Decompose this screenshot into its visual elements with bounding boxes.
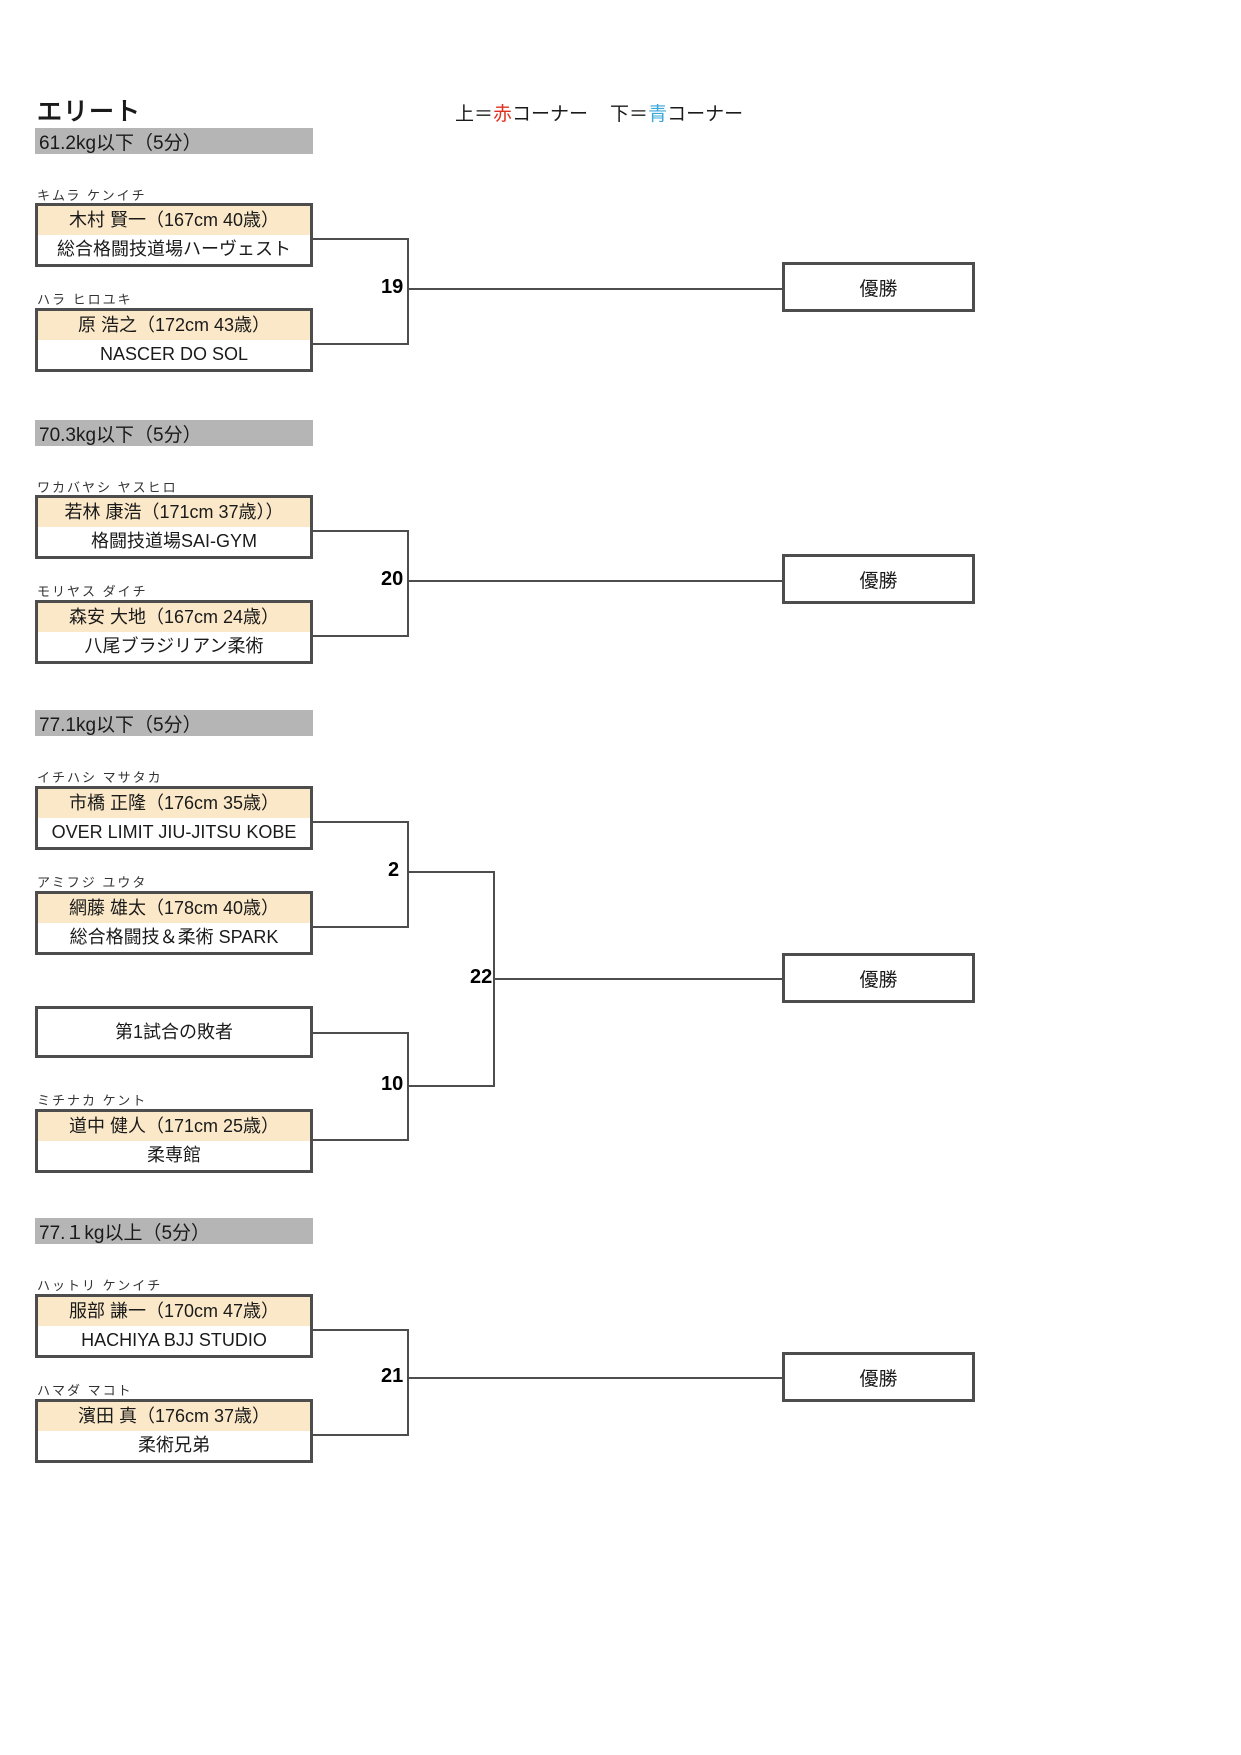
competitor-kana: ワカバヤシ ヤスヒロ — [37, 480, 178, 495]
match-number: 10 — [381, 1073, 404, 1095]
competitor-card[interactable]: 網藤 雄太（178cm 40歳） 総合格闘技＆柔術 SPARK — [35, 891, 313, 955]
competitor-kana: ハラ ヒロユキ — [37, 292, 133, 307]
bracket-line — [313, 635, 409, 637]
bracket-line — [493, 978, 782, 980]
page-title: エリート — [37, 98, 142, 126]
champion-box: 優勝 — [782, 262, 975, 312]
competitor-kana: ミチナカ ケント — [37, 1093, 148, 1108]
competitor-card[interactable]: 森安 大地（167cm 24歳） 八尾ブラジリアン柔術 — [35, 600, 313, 664]
division-header-2: 77.1kg以下（5分） — [35, 710, 313, 736]
competitor-card[interactable]: 若林 康浩（171cm 37歳）） 格闘技道場SAI-GYM — [35, 495, 313, 559]
legend-lower-suffix: コーナー — [667, 104, 744, 125]
bracket-line — [407, 871, 495, 873]
competitor-gym: 柔術兄弟 — [38, 1431, 310, 1460]
legend-blue-word: 青 — [648, 104, 668, 125]
competitor-gym: 柔専館 — [38, 1141, 310, 1170]
bracket-line — [407, 580, 782, 582]
competitor-card[interactable]: 服部 謙一（170cm 47歳） HACHIYA BJJ STUDIO — [35, 1294, 313, 1358]
bracket-line — [313, 1139, 409, 1141]
division-header-3: 77.１kg以上（5分） — [35, 1218, 313, 1244]
competitor-name: 濱田 真（176cm 37歳） — [38, 1402, 310, 1431]
match-number: 19 — [381, 276, 404, 298]
competitor-kana: ハットリ ケンイチ — [37, 1278, 163, 1293]
champion-label: 優勝 — [859, 570, 898, 592]
champion-box: 優勝 — [782, 953, 975, 1003]
champion-label: 優勝 — [859, 1368, 898, 1390]
competitor-card[interactable]: 木村 賢一（167cm 40歳） 総合格闘技道場ハーヴェスト — [35, 203, 313, 267]
legend-lower-prefix: 下＝ — [610, 104, 649, 125]
competitor-gym: 総合格闘技＆柔術 SPARK — [38, 923, 310, 952]
champion-box: 優勝 — [782, 554, 975, 604]
competitor-kana: アミフジ ユウタ — [37, 875, 148, 890]
competitor-name: 服部 謙一（170cm 47歳） — [38, 1297, 310, 1326]
competitor-name: 森安 大地（167cm 24歳） — [38, 603, 310, 632]
champion-label: 優勝 — [859, 278, 898, 300]
division-header-1: 70.3kg以下（5分） — [35, 420, 313, 446]
placeholder-label: 第1試合の敗者 — [114, 1022, 233, 1042]
competitor-kana: キムラ ケンイチ — [37, 188, 147, 203]
bracket-line — [407, 1085, 495, 1087]
competitor-gym: HACHIYA BJJ STUDIO — [38, 1326, 310, 1355]
competitor-kana: ハマダ マコト — [37, 1383, 133, 1398]
competitor-gym: OVER LIMIT JIU-JITSU KOBE — [38, 818, 310, 847]
competitor-kana: イチハシ マサタカ — [37, 770, 163, 785]
bracket-line — [313, 926, 409, 928]
bracket-line — [313, 1032, 409, 1034]
competitor-gym: 総合格闘技道場ハーヴェスト — [38, 235, 310, 264]
competitor-gym: 八尾ブラジリアン柔術 — [38, 632, 310, 661]
champion-box: 優勝 — [782, 1352, 975, 1402]
division-header-0: 61.2kg以下（5分） — [35, 128, 313, 154]
competitor-kana: モリヤス ダイチ — [37, 584, 148, 599]
competitor-card[interactable]: 濱田 真（176cm 37歳） 柔術兄弟 — [35, 1399, 313, 1463]
bracket-line — [407, 530, 409, 637]
bracket-line — [313, 343, 409, 345]
bracket-line — [407, 288, 782, 290]
competitor-name: 若林 康浩（171cm 37歳）） — [38, 498, 310, 527]
competitor-card[interactable]: 原 浩之（172cm 43歳） NASCER DO SOL — [35, 308, 313, 372]
bracket-line — [407, 1377, 782, 1379]
bracket-line — [313, 1434, 409, 1436]
bracket-line — [313, 530, 409, 532]
bracket-line — [313, 238, 409, 240]
match-number: 21 — [381, 1365, 404, 1387]
bracket-line — [407, 238, 409, 345]
legend-red-word: 赤 — [493, 104, 513, 125]
champion-label: 優勝 — [859, 969, 898, 991]
competitor-card[interactable]: 市橋 正隆（176cm 35歳） OVER LIMIT JIU-JITSU KO… — [35, 786, 313, 850]
match-number: 2 — [388, 859, 400, 881]
match-number: 22 — [470, 966, 493, 988]
match-number: 20 — [381, 568, 404, 590]
competitor-gym: 格闘技道場SAI-GYM — [38, 527, 310, 556]
competitor-gym: NASCER DO SOL — [38, 340, 310, 369]
placeholder-card[interactable]: 第1試合の敗者 — [35, 1006, 313, 1058]
bracket-line — [313, 821, 409, 823]
legend-upper-suffix: コーナー — [512, 104, 589, 125]
legend-upper-prefix: 上＝ — [455, 104, 494, 125]
bracket-line — [313, 1329, 409, 1331]
bracket-line — [407, 1329, 409, 1436]
competitor-name: 原 浩之（172cm 43歳） — [38, 311, 310, 340]
competitor-name: 木村 賢一（167cm 40歳） — [38, 206, 310, 235]
competitor-name: 道中 健人（171cm 25歳） — [38, 1112, 310, 1141]
corner-legend: 上＝赤コーナー下＝青コーナー — [455, 99, 743, 126]
bracket-line — [407, 821, 409, 928]
competitor-name: 網藤 雄太（178cm 40歳） — [38, 894, 310, 923]
competitor-name: 市橋 正隆（176cm 35歳） — [38, 789, 310, 818]
competitor-card[interactable]: 道中 健人（171cm 25歳） 柔専館 — [35, 1109, 313, 1173]
